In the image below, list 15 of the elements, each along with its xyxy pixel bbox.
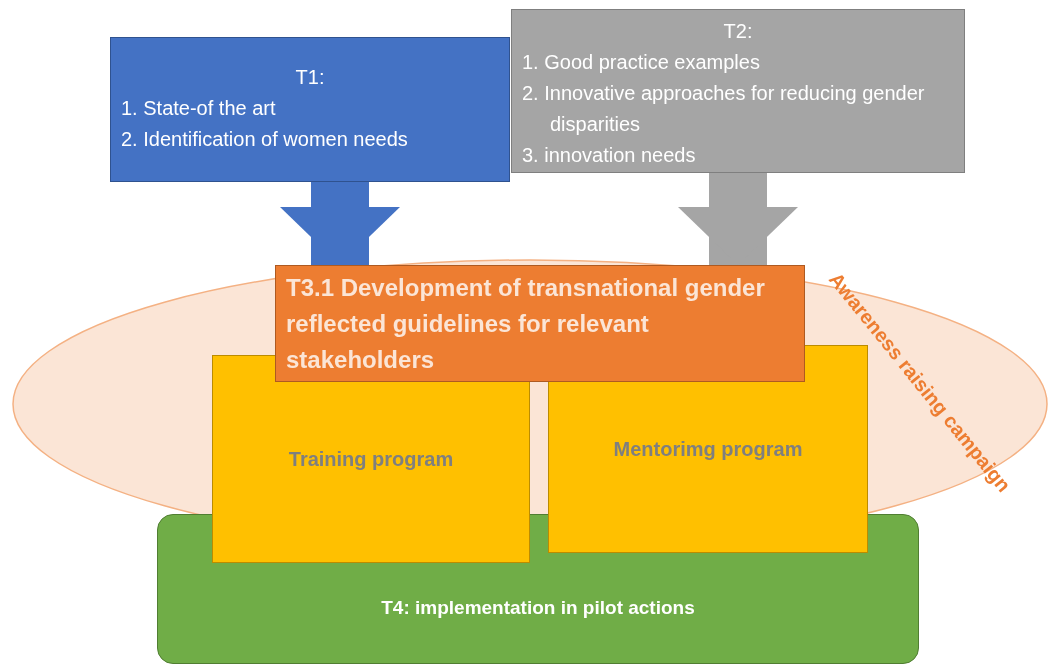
list-item: 2. Identification of women needs xyxy=(121,127,409,152)
list-item: 1. Good practice examples xyxy=(522,50,761,75)
list-item: 2. Innovative approaches for reducing gender disparities xyxy=(522,81,926,137)
list-item: 3. innovation needs xyxy=(522,143,697,168)
arrow xyxy=(280,182,400,265)
box-title: T4: implementation in pilot actions xyxy=(381,597,695,619)
box-title: Training program xyxy=(288,447,454,471)
task-heading: T1: xyxy=(294,65,326,90)
task-box xyxy=(511,9,965,173)
task-box xyxy=(110,37,510,182)
arrow xyxy=(678,173,798,265)
box-title: Mentorimg program xyxy=(613,437,803,461)
box-title: T3.1 Development of transnational gender reflected guidelines for relevant stakeholders xyxy=(286,272,766,375)
list-item: 1. State-of the art xyxy=(121,96,277,121)
task-heading: T2: xyxy=(722,19,754,44)
